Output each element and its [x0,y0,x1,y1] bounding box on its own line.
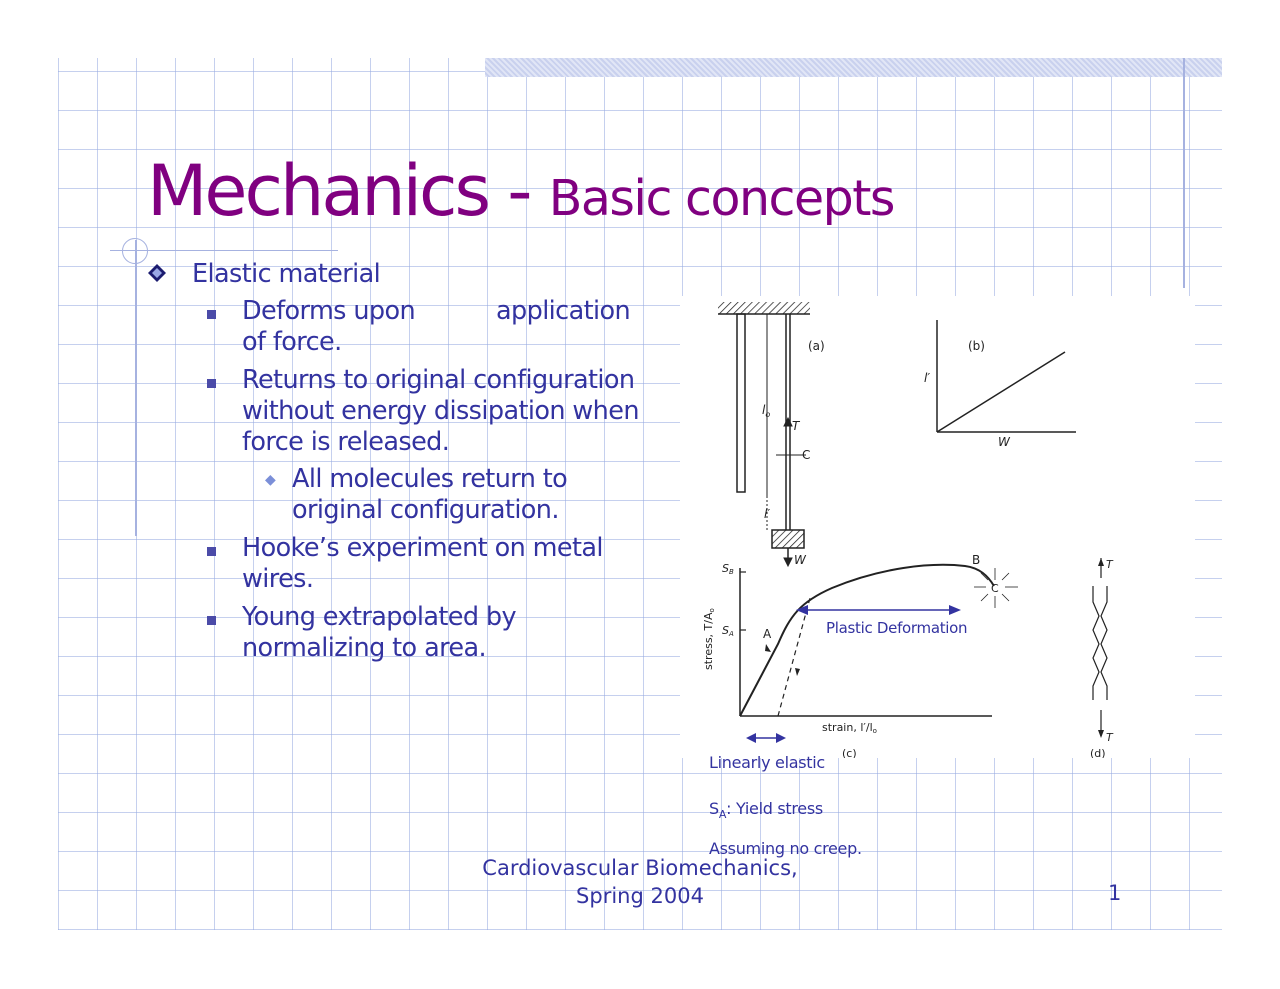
bullet-young-line2: normalizing to area. [242,633,487,663]
square-bullet-icon [207,379,216,388]
panel-d-label: (d) [1090,747,1106,758]
label-l0: lo [762,403,770,419]
bullet-hooke-line2: wires. [242,564,314,594]
plastic-deformation-label: Plastic Deformation [826,619,967,637]
slide-title: Mechanics - Basic concepts [147,150,896,232]
square-bullet-icon [207,616,216,625]
note-linearly-elastic: Linearly elastic [709,753,825,772]
stress-strain-figure: lo T C l′ W (a) (b) l′ W [680,296,1195,758]
label-lprime: l′ [764,507,770,521]
panel-a-apparatus [718,302,810,568]
panel-b-graph [936,320,1076,433]
left-decorative-line [135,240,137,536]
label-B: B [972,553,980,567]
bullet-returns-line3: force is released. [242,427,450,457]
footer-line1: Cardiovascular Biomechanics, [482,856,798,880]
diamond-bullet-icon [148,264,166,282]
square-bullet-icon [207,310,216,319]
linear-elastic-arrow [746,733,786,743]
plastic-deformation-arrow [796,605,961,615]
panel-a-label: (a) [808,339,825,353]
panel-c-graph [739,563,1018,717]
label-SA: SA [722,624,734,638]
slide-footer: Cardiovascular Biomechanics, Spring 2004 [440,854,840,910]
panel-d-specimen [1092,558,1108,738]
bullet-molecules-line2: original configuration. [292,495,559,525]
footer-line2: Spring 2004 [576,884,704,908]
label-W: W [794,553,807,567]
panel-c-label: (c) [842,747,857,758]
bullet-deforms-line1b: application [496,296,631,326]
bullet-young-line1: Young extrapolated by [242,602,517,632]
right-decorative-line [1183,58,1185,288]
panel-b-xlabel: W [998,435,1011,449]
panel-d-T-top: T [1106,558,1114,571]
label-T: T [792,419,801,433]
page-number: 1 [1108,881,1122,905]
title-sub: Basic concepts [548,170,896,227]
title-main: Mechanics - [147,150,549,232]
top-decorative-band [485,58,1222,77]
label-C: C [802,448,810,462]
panel-c-xlabel: strain, l′/lo [822,721,877,735]
bullet-hooke-line1: Hooke’s experiment on metal [242,533,604,563]
square-bullet-icon [207,547,216,556]
note-yield-stress: SA: Yield stress [709,799,823,822]
bullet-deforms-line1a: Deforms upon [242,296,416,326]
bullet-returns-line2: without energy dissipation when [242,396,639,426]
bullet-molecules-line1: All molecules return to [292,464,568,494]
label-A: A [763,627,772,641]
bullet-returns-line1: Returns to original configuration [242,365,635,395]
title-underline [110,250,338,251]
label-SB: SB [722,562,734,576]
panel-d-T-bottom: T [1106,731,1114,744]
panel-b-label: (b) [968,339,985,353]
panel-b-ylabel: l′ [924,371,930,385]
label-fracture-C: C [991,582,999,595]
figure-svg: lo T C l′ W (a) (b) l′ W [702,302,1114,758]
decorative-circle [122,238,148,264]
bullet-deforms-line2: of force. [242,327,342,357]
small-diamond-bullet-icon: ◆ [265,472,276,488]
panel-c-ylabel: stress, T/Ao [702,608,716,670]
bullet-elastic-material: Elastic material [192,259,381,289]
note-no-creep: Assuming no creep. [709,839,862,858]
